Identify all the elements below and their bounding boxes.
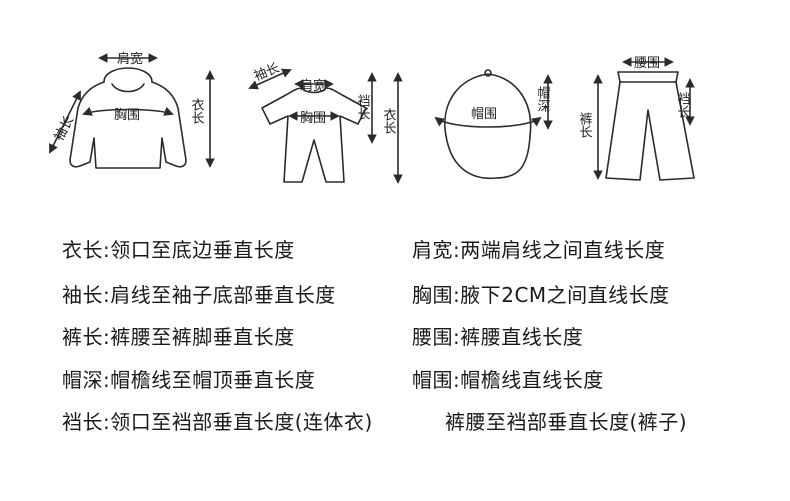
hat-figure xyxy=(434,69,553,180)
hat-circumference-label: 帽围 xyxy=(471,106,497,122)
romper-length-label: 衣长 xyxy=(381,107,397,134)
hat-button xyxy=(484,69,492,77)
jacket-hood-inner xyxy=(111,83,145,93)
jacket-length-label: 衣长 xyxy=(189,97,205,124)
jacket-shoulder-label: 肩宽 xyxy=(117,51,143,67)
romper-outline xyxy=(261,87,367,183)
jacket-figure xyxy=(49,53,215,169)
jacket-chest-arrow xyxy=(82,106,174,116)
jacket-sleeve-arrow xyxy=(49,90,81,154)
legend-item-garment-length: 衣长:领口至底边垂直长度 xyxy=(62,238,295,262)
romper-crotch-label: 裆长 xyxy=(355,94,371,120)
hat-crown xyxy=(444,73,532,137)
legend-item-waist: 腰围:裤腰直线长度 xyxy=(412,325,584,349)
size-illustrations: 肩宽 胸围 袖长 衣长 袖长 肩宽 胸围 裆长 衣长 帽围 帽深 腰围 裤长 裆… xyxy=(0,0,790,215)
legend-item-pants-length: 裤长:裤腰至裤脚垂直长度 xyxy=(62,325,295,349)
romper-shoulder-label: 肩宽 xyxy=(300,78,326,94)
pants-outline xyxy=(605,71,695,181)
romper-chest-label: 胸围 xyxy=(300,111,326,126)
legend-item-crotch-romper: 裆长:领口至裆部垂直长度(连体衣) xyxy=(62,410,373,434)
hat-circumference-arrow xyxy=(434,116,542,128)
pants-crotch-label: 裆长 xyxy=(675,92,691,118)
legend-item-hat-depth: 帽深:帽檐线至帽顶垂直长度 xyxy=(62,368,316,392)
hat-brim xyxy=(445,135,531,180)
legend-item-hat-circumference: 帽围:帽檐线直线长度 xyxy=(412,368,604,392)
romper-figure xyxy=(248,68,403,184)
legend-item-crotch-pants: 裤腰至裆部垂直长度(裤子) xyxy=(445,410,688,434)
pants-figure xyxy=(593,57,695,181)
legend-item-sleeve-length: 袖长:肩线至袖子底部垂直长度 xyxy=(62,283,336,307)
hat-depth-label: 帽深 xyxy=(535,85,551,112)
romper-sleeve-arrow xyxy=(248,68,292,90)
jacket-chest-label: 胸围 xyxy=(114,108,140,123)
garment-diagrams: 肩宽 胸围 袖长 衣长 袖长 肩宽 胸围 裆长 衣长 帽围 帽深 腰围 裤长 裆… xyxy=(49,51,695,184)
pants-length-label: 裤长 xyxy=(577,112,593,138)
jacket-hood xyxy=(103,67,153,83)
pants-waist-label: 腰围 xyxy=(634,56,660,71)
legend-item-chest: 胸围:腋下2CM之间直线长度 xyxy=(412,283,670,307)
legend-item-shoulder-width: 肩宽:两端肩线之间直线长度 xyxy=(412,238,666,262)
